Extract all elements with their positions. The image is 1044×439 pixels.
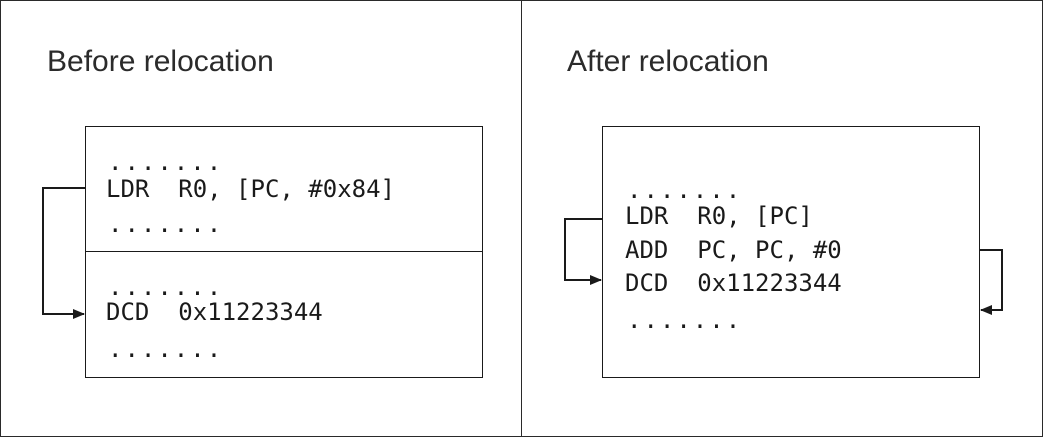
- after-arrow-layer: [564, 218, 1003, 315]
- before-block1-dots-bottom: .......: [108, 210, 224, 238]
- after-dots-top: .......: [627, 176, 743, 204]
- before-dcd-instruction: DCD 0x11223344: [106, 298, 323, 326]
- before-arrow-layer: [42, 187, 85, 319]
- after-relocation-panel: After relocation ....... LDR R0, [PC] AD…: [521, 0, 1043, 437]
- after-dcd-instruction: DCD 0x11223344: [625, 269, 842, 297]
- before-block1-dots-top: .......: [108, 148, 224, 176]
- before-block2-dots-bottom: .......: [108, 335, 224, 363]
- after-code-box: ....... LDR R0, [PC] ADD PC, PC, #0 DCD …: [602, 126, 980, 378]
- before-section-divider: [86, 251, 482, 252]
- before-relocation-panel: Before relocation ....... LDR R0, [PC, #…: [0, 0, 522, 437]
- after-relocation-title: After relocation: [567, 45, 769, 78]
- add-pc-skip-arrow: [980, 249, 1003, 315]
- before-block2-dots-top: .......: [108, 273, 224, 301]
- before-relocation-title: Before relocation: [47, 45, 274, 78]
- ldr-to-dcd-arrow: [42, 187, 85, 319]
- after-ldr-instruction: LDR R0, [PC]: [625, 202, 813, 230]
- before-ldr-instruction: LDR R0, [PC, #0x84]: [106, 175, 395, 203]
- after-dots-bottom: .......: [627, 306, 743, 334]
- after-add-instruction: ADD PC, PC, #0: [625, 236, 842, 264]
- ldr-to-dcd-loop-arrow: [564, 218, 602, 285]
- before-code-box: ....... LDR R0, [PC, #0x84] ....... ....…: [85, 126, 483, 378]
